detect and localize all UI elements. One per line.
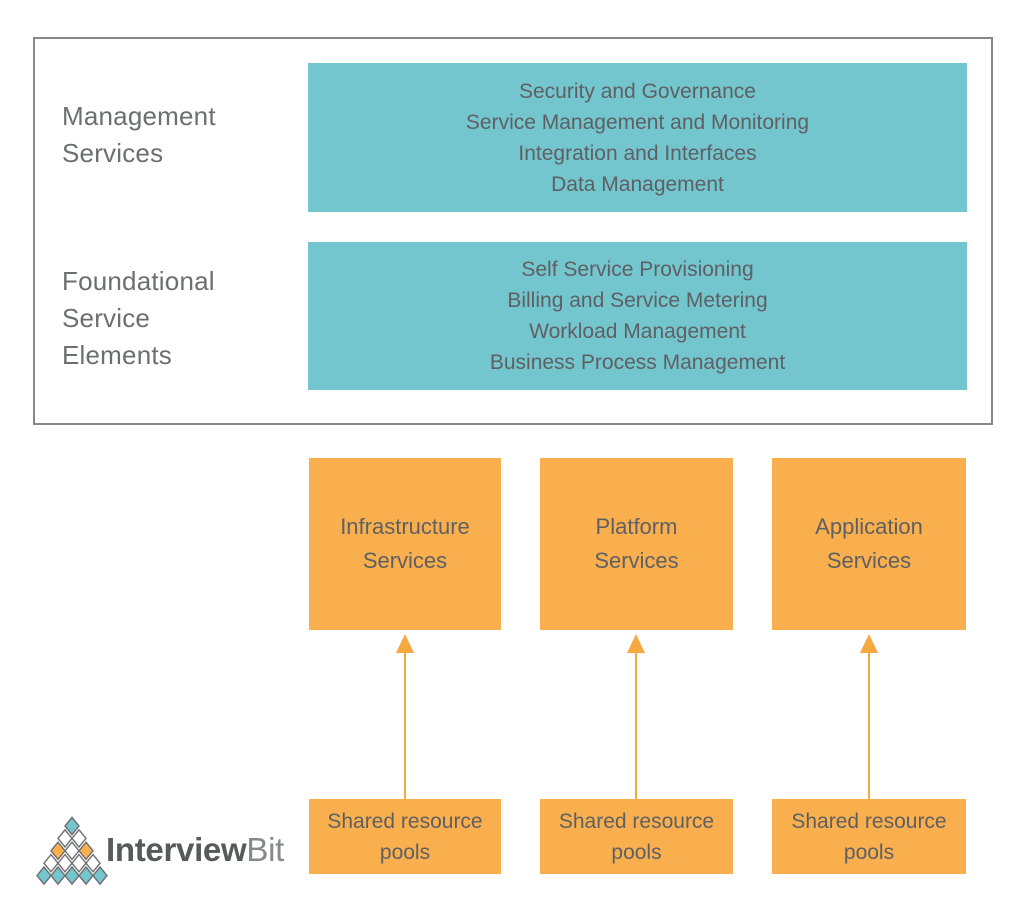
logo-text-bit: Bit	[246, 831, 284, 868]
shared-resource-pools-label: Shared resource pools	[791, 809, 947, 864]
management-services-box-text: Security and Governance Service Manageme…	[465, 79, 810, 196]
arrow-line	[404, 652, 406, 799]
arrow-line	[868, 652, 870, 799]
arrow-line	[635, 652, 637, 799]
foundational-service-elements-box: Self Service Provisioning Billing and Se…	[308, 242, 967, 390]
application-services-box: Application Services	[772, 458, 966, 630]
shared-resource-pools-label: Shared resource pools	[558, 809, 715, 864]
platform-services-box: Platform Services	[540, 458, 733, 630]
shared-resource-pools-box: Shared resource pools	[309, 799, 501, 874]
arrow-up-icon	[396, 634, 414, 653]
infrastructure-services-label: Infrastructure Services	[340, 514, 470, 573]
infrastructure-services-box: Infrastructure Services	[309, 458, 501, 630]
interviewbit-logo-text: InterviewBit	[106, 830, 284, 870]
shared-resource-pools-box: Shared resource pools	[772, 799, 966, 874]
shared-resource-pools-label: Shared resource pools	[327, 809, 483, 864]
shared-resource-pools-box: Shared resource pools	[540, 799, 733, 874]
platform-services-label: Platform Services	[594, 514, 679, 573]
arrow-up-icon	[860, 634, 878, 653]
management-services-box: Security and Governance Service Manageme…	[308, 63, 967, 212]
foundational-service-elements-box-text: Self Service Provisioning Billing and Se…	[489, 258, 786, 374]
foundational-service-elements-label: Foundational Service Elements	[62, 266, 215, 370]
interviewbit-logo-mark-icon	[36, 816, 108, 886]
arrow-up-icon	[627, 634, 645, 653]
interviewbit-logo: InterviewBit	[36, 814, 356, 890]
management-services-label: Management Services	[62, 101, 216, 168]
logo-text-interview: Interview	[106, 831, 247, 868]
application-services-label: Application Services	[815, 514, 923, 573]
